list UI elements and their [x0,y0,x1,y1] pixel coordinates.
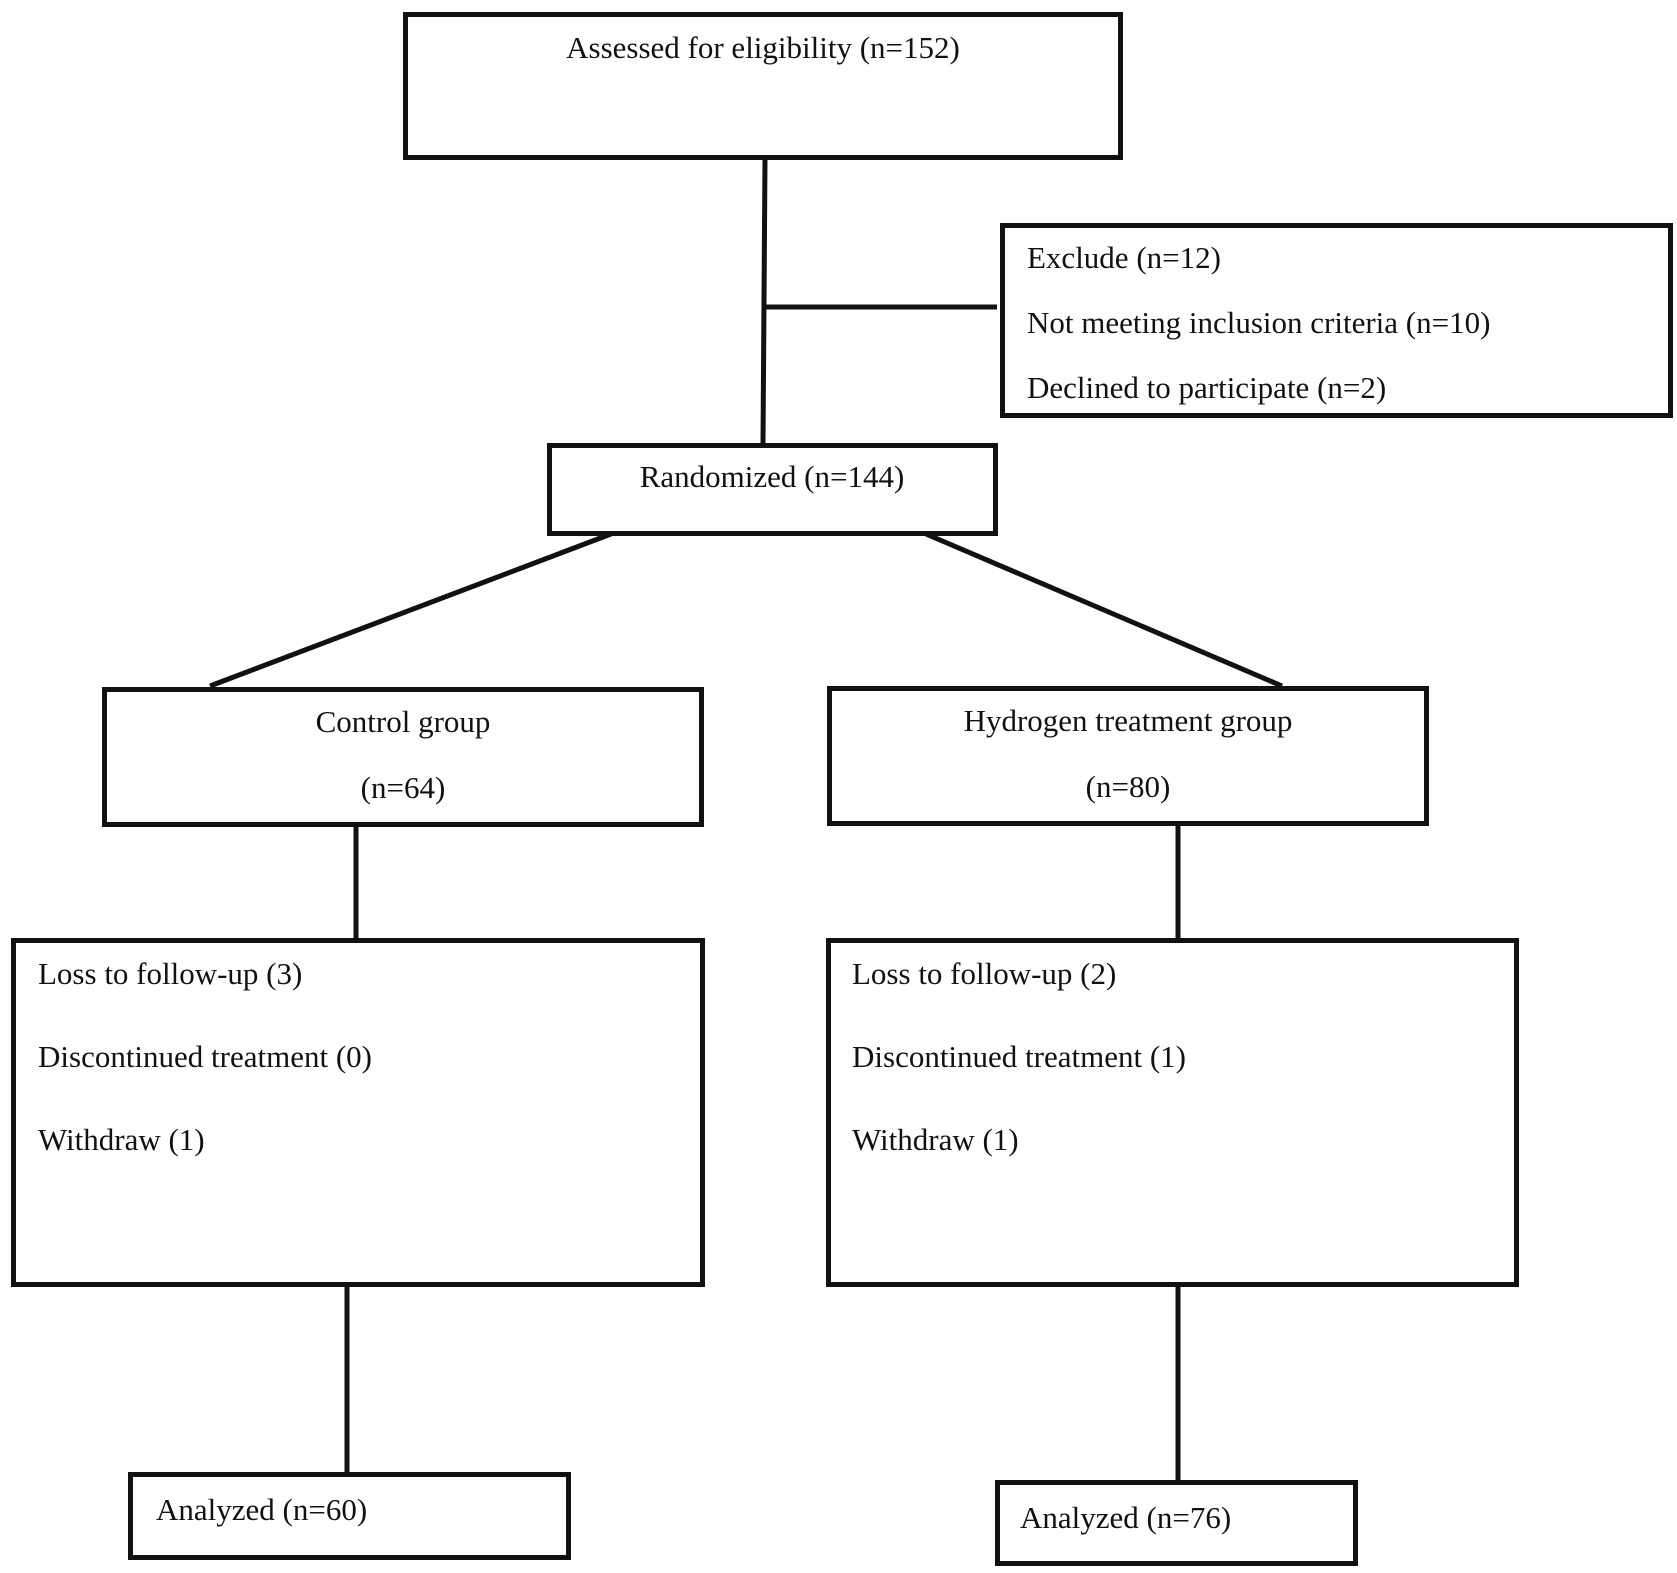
exclude-title: Exclude (n=12) [1027,240,1221,275]
randomized-label: Randomized (n=144) [639,459,905,494]
hydrogen-group-n: (n=80) [1085,769,1171,804]
assessed-box [403,12,1123,160]
control-loss-follow-up: Loss to follow-up (3) [38,956,303,991]
exclude-box [1000,223,1673,418]
control-discontinued: Discontinued treatment (0) [38,1039,373,1074]
control-group-label: Control group [315,704,491,739]
hydrogen-withdraw: Withdraw (1) [852,1122,1019,1157]
assessed-label: Assessed for eligibility (n=152) [566,30,960,65]
control-analyzed-label: Analyzed (n=60) [156,1492,368,1527]
control-losses-box [11,938,705,1287]
hydrogen-group-label: Hydrogen treatment group [963,703,1293,738]
hydrogen-group-box [827,686,1429,826]
randomized-to-hydrogen-line [925,531,1283,689]
exclude-reason-declined: Declined to participate (n=2) [1027,370,1387,405]
assessed-to-randomized-line [760,157,768,445]
control-analyzed-box [128,1472,571,1560]
randomized-box [547,443,998,536]
control-withdraw: Withdraw (1) [38,1122,205,1157]
hydrogen-analyzed-box [995,1480,1358,1566]
hydrogen-analyzed-label: Analyzed (n=76) [1020,1500,1232,1535]
randomized-to-control-line [209,531,612,689]
control-group-box [102,687,704,827]
hydrogen-loss-follow-up: Loss to follow-up (2) [852,956,1117,991]
hydrogen-losses-box [826,938,1519,1287]
exclude-reason-inclusion: Not meeting inclusion criteria (n=10) [1027,305,1491,340]
control-group-n: (n=64) [360,770,446,805]
hydrogen-discontinued: Discontinued treatment (1) [852,1039,1187,1074]
